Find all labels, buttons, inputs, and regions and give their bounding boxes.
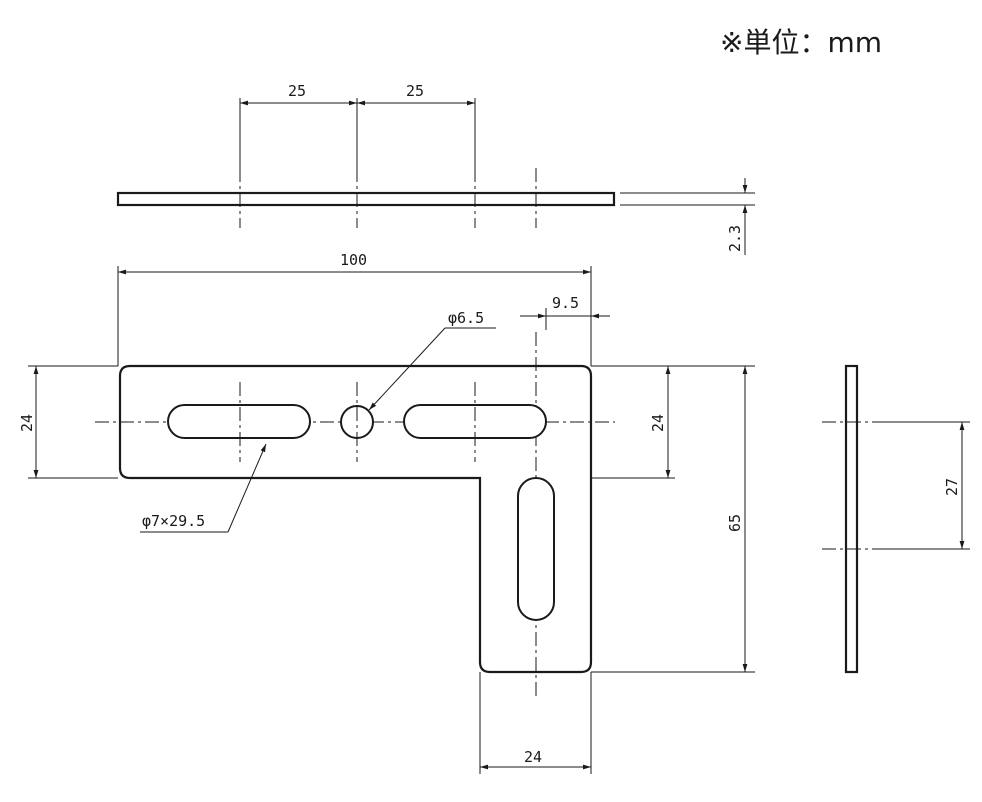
dim-label-25a: 25 bbox=[288, 82, 306, 100]
dim-label-slot: φ7×29.5 bbox=[142, 512, 205, 530]
side-view: 27 bbox=[822, 364, 970, 674]
dim-label-65: 65 bbox=[726, 514, 744, 532]
dim-label-24-bottom: 24 bbox=[524, 748, 542, 766]
dim-label-hole: φ6.5 bbox=[448, 309, 484, 327]
side-view-plate bbox=[844, 364, 859, 674]
unit-note: ※単位：mm bbox=[720, 26, 882, 59]
dim-label-25b: 25 bbox=[406, 82, 424, 100]
dim-label-9-5: 9.5 bbox=[552, 294, 579, 312]
top-view-plate bbox=[116, 191, 616, 207]
dim-label-24-left: 24 bbox=[18, 414, 36, 432]
dim-label-thickness: 2.3 bbox=[726, 225, 744, 252]
top-view: 25 25 2.3 bbox=[116, 82, 755, 255]
l-bracket-plate bbox=[118, 364, 593, 674]
slot-vertical bbox=[517, 477, 555, 621]
dim-label-100: 100 bbox=[340, 251, 367, 269]
dim-label-24-right: 24 bbox=[649, 414, 667, 432]
front-view: 100 9.5 φ6.5 φ7×29.5 bbox=[18, 251, 755, 774]
dim-label-27: 27 bbox=[943, 478, 961, 496]
slot-left bbox=[167, 404, 311, 439]
